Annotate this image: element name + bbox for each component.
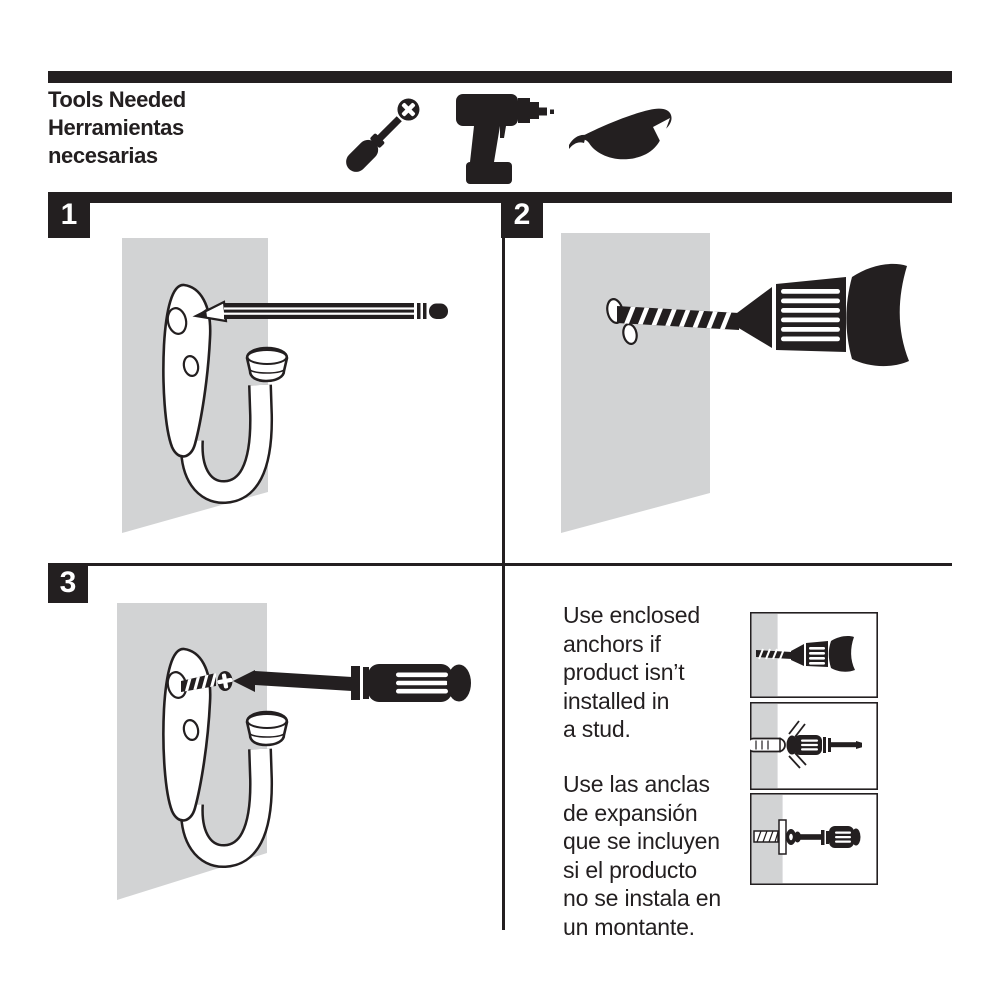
step-2-badge: 2 (501, 192, 543, 238)
step-2-illustration (561, 233, 909, 533)
safety-glasses-icon (569, 108, 672, 160)
anchor-note-spanish: Use las anclas de expansión que se inclu… (563, 770, 721, 940)
title-line-en: Tools Needed (48, 87, 186, 112)
horizontal-divider (48, 563, 952, 566)
phillips-screwdriver-icon (346, 98, 420, 172)
tap-anchor-with-handle-icon (750, 702, 878, 790)
pilot-holes (606, 298, 638, 345)
step-1-number: 1 (60, 198, 78, 231)
drive-screw-into-anchor-icon (750, 793, 878, 885)
step-1-illustration (122, 238, 448, 533)
reversed-screwdriver (786, 735, 862, 755)
anchor-note: Use enclosed anchors if product isn’t in… (563, 601, 721, 942)
header-top-rule (48, 71, 952, 83)
vertical-divider (502, 203, 505, 930)
anchor-in-wall (753, 830, 779, 843)
wall-anchor (750, 737, 786, 753)
pencil-icon (192, 300, 448, 323)
step-2-number: 2 (513, 198, 531, 231)
drill-anchor-hole-icon (750, 612, 878, 698)
step-3-number: 3 (59, 566, 77, 599)
power-drill-icon (456, 94, 554, 184)
impact-lines (788, 720, 807, 769)
step-3-illustration (117, 603, 471, 900)
mini-drill (756, 636, 855, 672)
title-line-es-2: necesarias (48, 143, 158, 168)
mini-screwdriver (786, 826, 861, 848)
header-bottom-rule (48, 192, 952, 203)
step-1-badge: 1 (48, 192, 90, 238)
screwdriver-icon (233, 664, 471, 702)
tools-needed-title: Tools Needed Herramientas necesarias (48, 86, 186, 170)
anchor-note-english: Use enclosed anchors if product isn’t in… (563, 602, 700, 743)
step-3-badge: 3 (48, 563, 88, 603)
title-line-es-1: Herramientas (48, 115, 184, 140)
wall-panel (561, 233, 710, 533)
product-plate (778, 819, 787, 855)
